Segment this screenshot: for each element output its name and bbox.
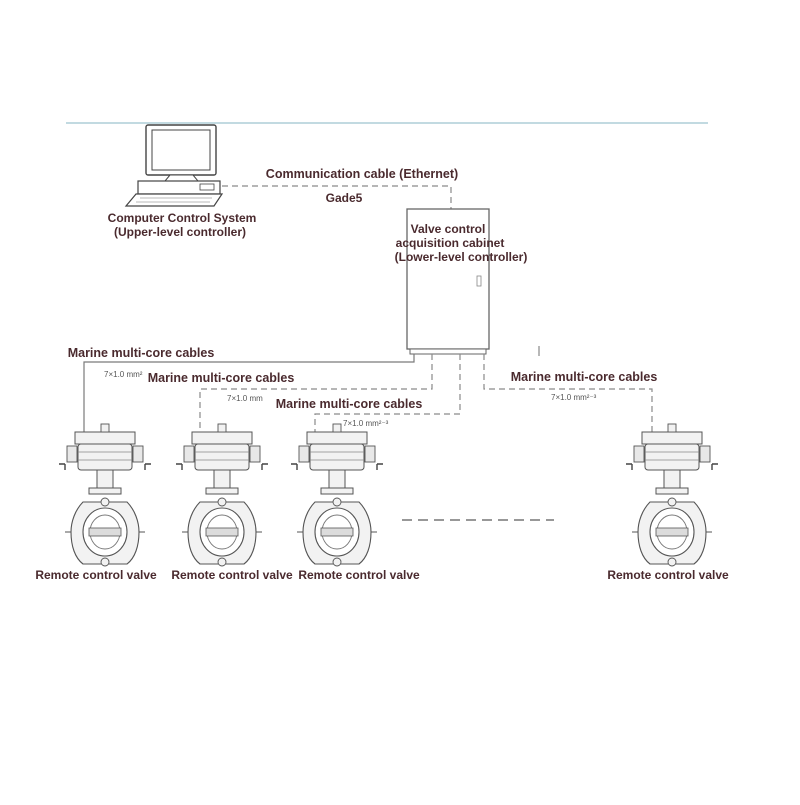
computer-role-label: (Upper-level controller) [114,225,246,239]
cable-route-2 [199,354,433,442]
ethernet-cable [222,185,452,209]
cabinet-label-line3: (Lower-level controller) [395,250,528,264]
cable-route-1 [83,354,415,442]
cable-route-3 [314,354,461,442]
cabinet-label-line2: acquisition cabinet [396,236,505,250]
cabinet-icon [406,208,490,355]
computer-name-label: Computer Control System [108,211,257,225]
cable-label-3: Marine multi-core cables [276,397,423,411]
valve-label-4: Remote control valve [607,568,729,582]
valve-label-3: Remote control valve [298,568,420,582]
communication-cable-label: Communication cable (Ethernet) [266,167,458,181]
computer-icon [124,124,224,207]
cable-spec-4: 7×1.0 mm²⁻³ [551,393,597,402]
butterfly-valve-icon [175,423,269,567]
butterfly-valve-icon [290,423,384,567]
cable-label-4: Marine multi-core cables [511,370,658,384]
cable-spec-1: 7×1.0 mm² [104,370,143,379]
cable-spec-2: 7×1.0 mm [227,394,263,403]
valve-label-1: Remote control valve [35,568,157,582]
butterfly-valve-icon [625,423,719,567]
cable-spec-3: 7×1.0 mm²⁻³ [343,419,389,428]
valve-label-2: Remote control valve [171,568,293,582]
communication-cable-sublabel: Gade5 [326,191,363,205]
butterfly-valve-icon [58,423,152,567]
cabinet-label-line1: Valve control [411,222,486,236]
cable-label-2: Marine multi-core cables [148,371,295,385]
cable-label-1: Marine multi-core cables [68,346,215,360]
